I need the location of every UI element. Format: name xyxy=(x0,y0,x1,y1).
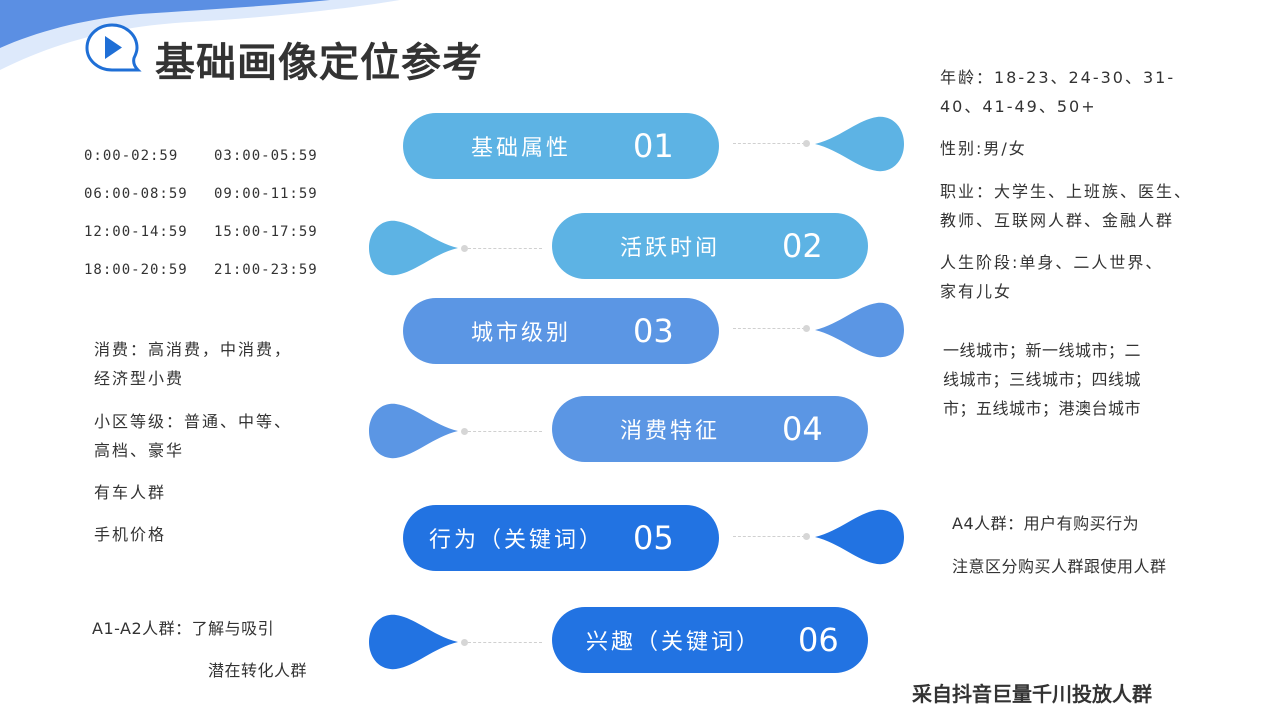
time-slot: 12:00-14:59 xyxy=(84,224,188,240)
behavior-line1: A4人群：用户有购买行为 xyxy=(952,514,1140,533)
connector-dot xyxy=(803,325,810,332)
spend-line2: 经济型小费 xyxy=(94,369,185,388)
pill-label: 活跃时间 xyxy=(620,236,721,261)
source-footer: 采自抖音巨量千川投放人群 xyxy=(912,682,1152,706)
pill-behavior: 行为（关键词） 05 xyxy=(403,505,719,571)
time-slot: 21:00-23:59 xyxy=(214,262,318,278)
time-slot: 09:00-11:59 xyxy=(214,186,318,202)
pill-number: 06 xyxy=(798,621,839,659)
pill-number: 02 xyxy=(782,227,823,265)
time-slot: 15:00-17:59 xyxy=(214,224,318,240)
age-text-line2: 40、41-49、50+ xyxy=(940,97,1097,116)
time-slot: 06:00-08:59 xyxy=(84,186,188,202)
pill-label: 基础属性 xyxy=(471,136,572,161)
droplet-icon xyxy=(815,302,904,358)
community-line1: 小区等级：普通、中等、 xyxy=(94,412,293,431)
pill-number: 03 xyxy=(633,312,674,350)
connector-line xyxy=(733,536,805,537)
age-text-line1: 年龄：18-23、24-30、31- xyxy=(940,68,1176,87)
connector-dot xyxy=(461,428,468,435)
job-text-line1: 职业：大学生、上班族、医生、 xyxy=(940,182,1193,201)
pill-active-time: 活跃时间 02 xyxy=(552,213,868,279)
droplet-icon xyxy=(369,403,458,459)
droplet-icon xyxy=(369,220,458,276)
droplet-icon xyxy=(815,116,904,172)
pill-number: 05 xyxy=(633,519,674,557)
phone-price-text: 手机价格 xyxy=(94,525,167,544)
pill-label: 城市级别 xyxy=(471,321,572,346)
page-title: 基础画像定位参考 xyxy=(155,40,483,86)
city-level-line2: 线城市；三线城市；四线城 xyxy=(943,370,1142,389)
connector-line xyxy=(733,328,805,329)
connector-dot xyxy=(803,140,810,147)
life-stage-line1: 人生阶段:单身、二人世界、 xyxy=(940,253,1164,272)
connector-dot xyxy=(461,639,468,646)
interest-line1: A1-A2人群：了解与吸引 xyxy=(92,619,275,638)
city-level-line1: 一线城市；新一线城市；二 xyxy=(943,341,1142,360)
time-slot: 18:00-20:59 xyxy=(84,262,188,278)
behavior-line2: 注意区分购买人群跟使用人群 xyxy=(952,557,1167,576)
connector-line xyxy=(733,143,805,144)
connector-dot xyxy=(461,245,468,252)
community-line2: 高档、豪华 xyxy=(94,441,185,460)
interest-line2: 潜在转化人群 xyxy=(208,661,308,680)
pill-label: 消费特征 xyxy=(620,419,721,444)
connector-line xyxy=(468,642,542,643)
time-slot: 0:00-02:59 xyxy=(84,148,179,164)
droplet-icon xyxy=(369,614,458,670)
connector-line xyxy=(468,248,542,249)
pill-number: 04 xyxy=(782,410,823,448)
pill-number: 01 xyxy=(633,127,674,165)
pill-consumption: 消费特征 04 xyxy=(552,396,868,462)
time-slot: 03:00-05:59 xyxy=(214,148,318,164)
pill-city-level: 城市级别 03 xyxy=(403,298,719,364)
connector-line xyxy=(468,431,542,432)
job-text-line2: 教师、互联网人群、金融人群 xyxy=(940,211,1175,230)
spend-line1: 消费：高消费，中消费， xyxy=(94,340,293,359)
droplet-icon xyxy=(815,509,904,565)
gender-text: 性别:男/女 xyxy=(940,139,1027,158)
play-chat-icon xyxy=(85,23,142,72)
pill-label: 行为（关键词） xyxy=(429,528,605,553)
header-wave-decoration xyxy=(0,0,400,70)
pill-label: 兴趣（关键词） xyxy=(586,630,762,655)
city-level-line3: 市；五线城市；港澳台城市 xyxy=(943,399,1142,418)
pill-basic-attributes: 基础属性 01 xyxy=(403,113,719,179)
connector-dot xyxy=(803,533,810,540)
life-stage-line2: 家有儿女 xyxy=(940,282,1013,301)
pill-interest: 兴趣（关键词） 06 xyxy=(552,607,868,673)
car-owner-text: 有车人群 xyxy=(94,483,167,502)
